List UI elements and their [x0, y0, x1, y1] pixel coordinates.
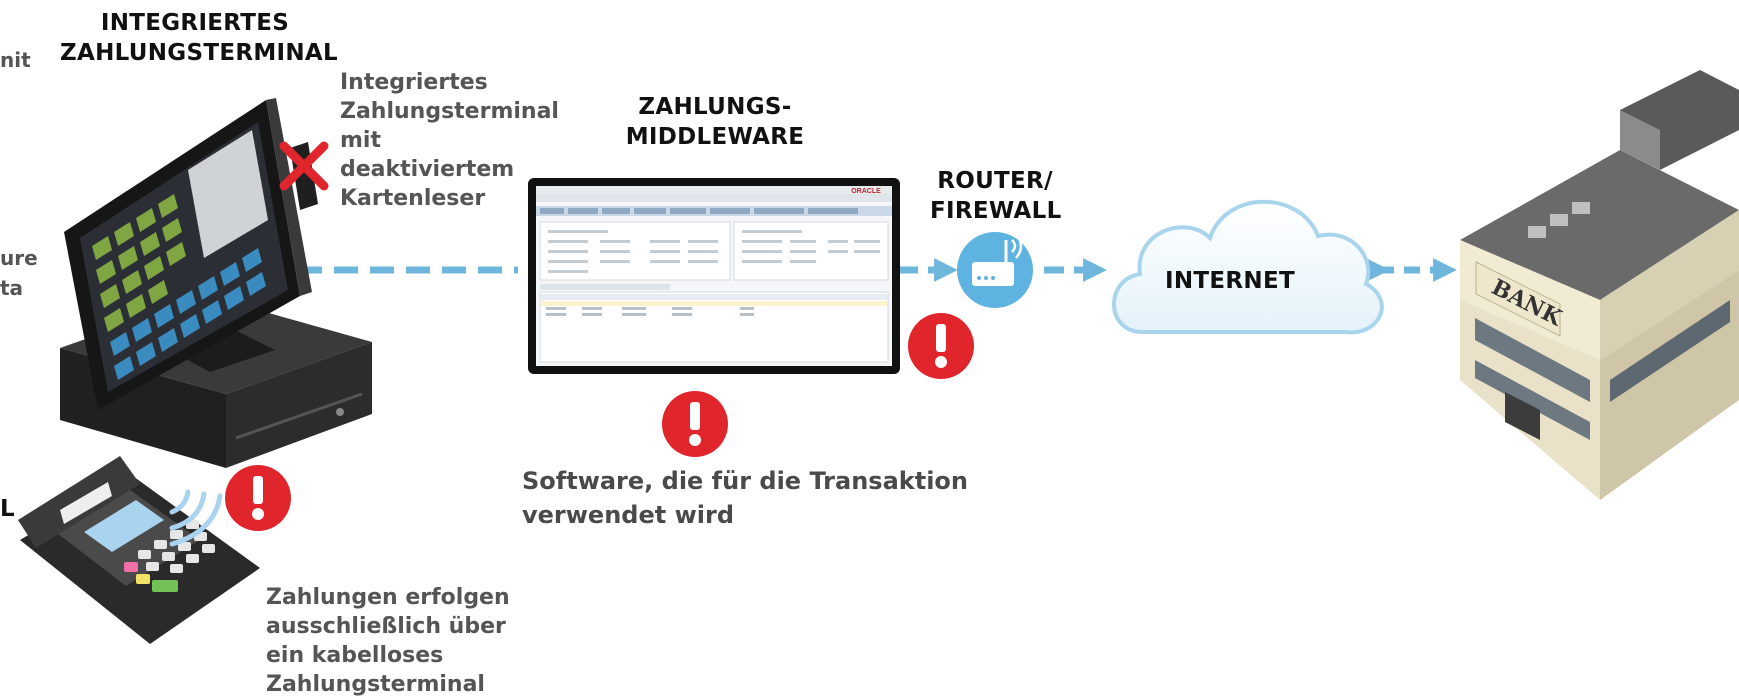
middleware-monitor-icon	[528, 178, 900, 374]
oracle-brand: ORACLE	[851, 188, 881, 195]
disabled-reader-note: Integriertes Zahlungsterminal mit deakti…	[340, 70, 559, 211]
wireless-note: Zahlungen erfolgen ausschließlich über e…	[266, 585, 510, 697]
internet-cloud-icon	[1112, 199, 1384, 335]
internet-label: INTERNET	[1165, 268, 1295, 294]
disabled-x-icon	[279, 141, 329, 191]
wireless-card-reader-icon	[18, 456, 260, 644]
cropped-text-fragment: L	[0, 496, 15, 522]
pos-terminal-icon	[60, 98, 372, 468]
software-note: Software, die für die Transaktion verwen…	[522, 467, 969, 529]
middleware-title: ZAHLUNGS- MIDDLEWARE	[625, 94, 805, 150]
cropped-text-fragment: nit	[0, 48, 31, 72]
wireless-signal-icon	[169, 489, 223, 547]
router-icon	[957, 232, 1033, 308]
bank-building-icon	[1460, 70, 1739, 500]
integrated-terminal-title: INTEGRIERTES ZAHLUNGSTERMINAL	[60, 10, 338, 66]
alert-icon	[908, 313, 974, 379]
alert-icon	[662, 391, 728, 457]
cropped-text-fragment: ta	[0, 276, 24, 300]
cropped-text-fragment: ure	[0, 246, 38, 270]
alert-icon	[225, 465, 291, 531]
router-title: ROUTER/ FIREWALL	[930, 168, 1062, 224]
